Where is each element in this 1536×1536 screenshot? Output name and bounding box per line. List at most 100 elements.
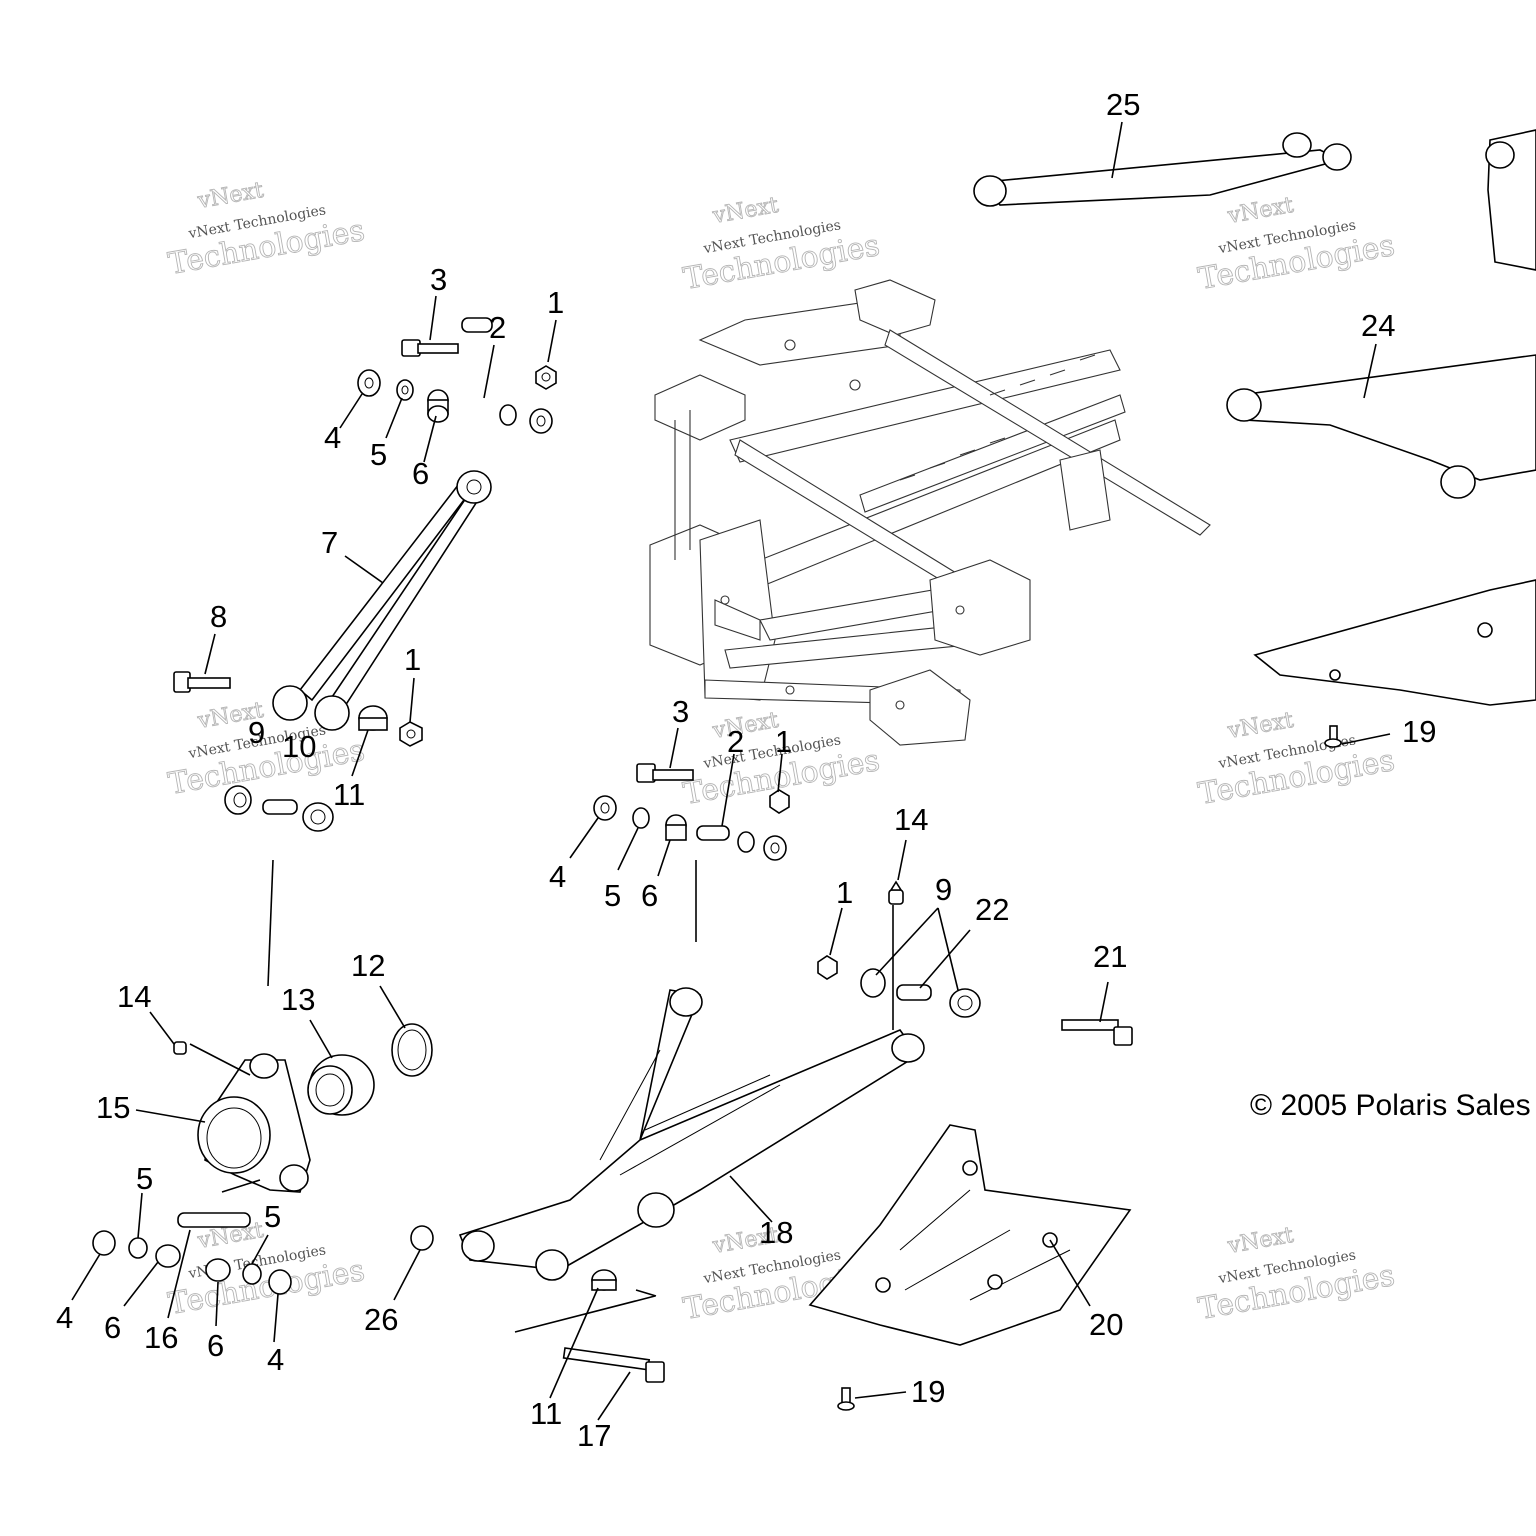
part-lower-arm-24	[1226, 354, 1536, 499]
callout-4: 4	[56, 1300, 73, 1335]
callout-17: 17	[577, 1418, 611, 1453]
callout-labels: 3 2 1 4 5 6 7 8 1 9 10 11 3 2 1 4 5 6 14…	[56, 87, 1436, 1453]
part-sleeve-10	[262, 799, 298, 815]
callout-13: 13	[281, 982, 315, 1017]
part-pin-16	[177, 1212, 251, 1228]
callout-6: 6	[104, 1310, 121, 1345]
callout-26: 26	[364, 1302, 398, 1337]
watermark: vNext vNext Technologies Technologies	[1195, 707, 1398, 812]
callout-25: 25	[1106, 87, 1140, 122]
watermark: vNext vNext Technologies Technologies	[1195, 1222, 1398, 1327]
callout-4: 4	[324, 420, 341, 455]
callout-6: 6	[412, 456, 429, 491]
part-bushing-9a	[224, 785, 252, 815]
part-bushing-9c	[860, 968, 886, 998]
watermark: vNext vNext Technologies Technologies	[165, 177, 368, 282]
part-nut-1b	[399, 721, 423, 747]
part-sleeve-2b	[696, 825, 730, 841]
callout-14: 14	[117, 979, 151, 1014]
part-bushing-6b	[665, 814, 687, 841]
callout-19: 19	[911, 1374, 945, 1409]
part-skid-plate-20	[808, 1124, 1132, 1346]
callout-22: 22	[975, 892, 1009, 927]
watermark: vNext vNext Technologies Technologies	[1195, 192, 1398, 297]
part-bolt-21	[1061, 1019, 1133, 1046]
callout-7: 7	[321, 525, 338, 560]
callout-1: 1	[775, 724, 792, 759]
callout-14: 14	[894, 802, 928, 837]
callout-3: 3	[672, 694, 689, 729]
callout-5: 5	[264, 1199, 281, 1234]
part-a-arm-18	[458, 987, 925, 1281]
leader-lines	[71, 121, 1391, 1421]
callout-19: 19	[1402, 714, 1436, 749]
svg-text:vNext: vNext	[710, 193, 780, 229]
callout-10: 10	[282, 729, 316, 764]
part-bushing-6a	[427, 389, 449, 423]
callout-5: 5	[370, 437, 387, 472]
callout-2: 2	[727, 724, 744, 759]
part-bolt-3a	[401, 339, 459, 357]
part-washer-5b	[632, 807, 650, 829]
callout-11: 11	[530, 1396, 562, 1431]
part-bolt-3b	[636, 763, 694, 783]
part-bushing-6c	[155, 1244, 181, 1268]
part-skid-plate-cropped	[1253, 579, 1536, 706]
callout-24: 24	[1361, 308, 1395, 343]
callout-20: 20	[1089, 1307, 1123, 1342]
part-sleeve-22	[896, 984, 932, 1001]
callout-18: 18	[759, 1215, 793, 1250]
watermark: vNext vNext Technologies Technologies	[680, 192, 883, 297]
part-grease-fitting-14b	[173, 1041, 187, 1055]
callout-4: 4	[267, 1342, 284, 1377]
callout-8: 8	[210, 599, 227, 634]
part-bushing-9b	[302, 802, 334, 832]
part-washer-b2	[763, 835, 787, 861]
part-nut-1d	[817, 955, 838, 980]
part-spacer-b	[737, 831, 755, 853]
part-bushing-26	[410, 1225, 434, 1251]
part-spacer-a	[499, 404, 517, 426]
part-grease-fitting-14a	[888, 880, 904, 905]
svg-text:vNext: vNext	[1225, 193, 1295, 229]
part-sleeve-2a	[461, 317, 493, 333]
callout-2: 2	[489, 310, 506, 345]
parts-layer	[92, 129, 1536, 1411]
part-washer-4c	[92, 1230, 116, 1256]
callout-6: 6	[207, 1328, 224, 1363]
callout-9: 9	[935, 872, 952, 907]
part-rod-7	[272, 470, 492, 731]
callout-15: 15	[96, 1090, 130, 1125]
part-nut-1c	[769, 789, 790, 814]
part-washer-5d	[242, 1263, 262, 1285]
part-knuckle-15	[197, 1053, 311, 1193]
part-screw-19b	[837, 1387, 855, 1411]
callout-4: 4	[549, 859, 566, 894]
part-washer-5a	[396, 379, 414, 401]
part-upper-arm-25	[973, 132, 1352, 207]
callout-9: 9	[248, 715, 265, 750]
copyright-text: © 2005 Polaris Sales	[1250, 1089, 1531, 1122]
svg-text:vNext: vNext	[710, 708, 780, 744]
vehicle-frame	[649, 279, 1211, 746]
part-bushing-11b	[591, 1269, 617, 1291]
callout-16: 16	[144, 1320, 178, 1355]
part-snap-ring-12	[391, 1023, 433, 1077]
callout-1: 1	[836, 875, 853, 910]
callout-3: 3	[430, 262, 447, 297]
part-washer-4d	[268, 1269, 292, 1295]
part-bushing-9d	[949, 988, 981, 1018]
callout-5: 5	[604, 878, 621, 913]
part-washer-a2	[529, 408, 553, 434]
callout-5: 5	[136, 1161, 153, 1196]
part-bushing-11a	[358, 705, 388, 731]
part-screw-19a	[1324, 725, 1342, 748]
callout-1: 1	[404, 642, 421, 677]
callout-21: 21	[1093, 939, 1127, 974]
part-washer-4b	[593, 795, 617, 821]
part-bolt-17	[562, 1347, 665, 1383]
part-bushing-6d	[205, 1258, 231, 1282]
svg-text:vNext: vNext	[1225, 1223, 1295, 1259]
callout-11: 11	[333, 777, 365, 812]
